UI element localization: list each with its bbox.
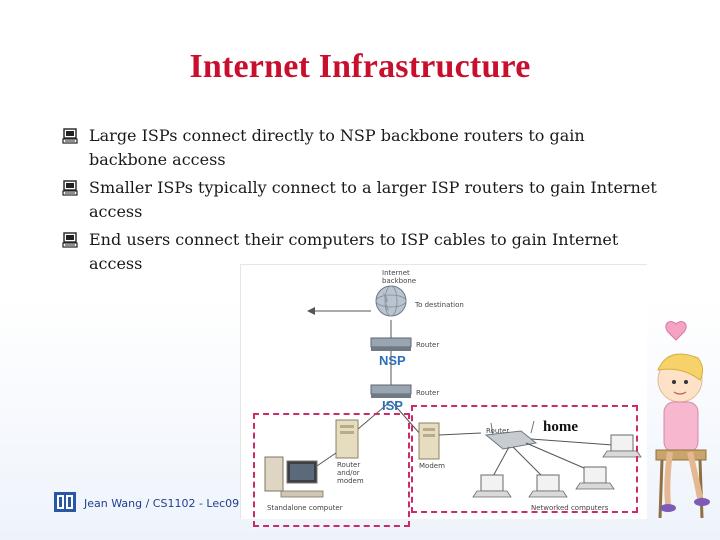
label-standalone-computer: Standalone computer xyxy=(267,504,343,512)
cartoon-mascot-icon xyxy=(655,321,710,519)
computer-icon xyxy=(62,180,78,196)
bullet-text: Smaller ISPs typically connect to a larg… xyxy=(89,178,657,221)
label-to-destination: To destination xyxy=(415,301,464,309)
university-logo-icon xyxy=(54,492,76,512)
label-internet-backbone: Internet backbone xyxy=(382,269,417,285)
standalone-zone-box xyxy=(253,413,410,527)
arrow-icon xyxy=(307,307,315,315)
router-isp-icon xyxy=(370,384,412,398)
bullet-item-1: Large ISPs connect directly to NSP backb… xyxy=(62,124,662,172)
label-modem: Modem xyxy=(419,462,445,470)
computer-icon xyxy=(62,232,78,248)
router-modem-tower-icon xyxy=(335,419,359,459)
bullet-text: End users connect their computers to ISP… xyxy=(89,230,619,273)
network-diagram: Internet backbone To destination Router … xyxy=(240,264,647,519)
computer-icon xyxy=(62,128,78,144)
slide-title: Internet Infrastructure xyxy=(189,48,531,85)
modem-tower-icon xyxy=(418,422,440,460)
label-networked-computers: Networked computers xyxy=(531,504,609,512)
label-router-mid: Router xyxy=(416,389,440,397)
bullet-list: Large ISPs connect directly to NSP backb… xyxy=(62,124,662,280)
bullet-item-3: End users connect their computers to ISP… xyxy=(62,228,662,276)
laptop-icon-4 xyxy=(602,434,642,458)
label-router-top: Router xyxy=(416,341,440,349)
globe-icon xyxy=(375,285,407,317)
label-isp: ISP xyxy=(382,398,403,413)
footer-credit: Jean Wang / CS1102 - Lec09 xyxy=(84,497,240,510)
label-router-modem: Router and/or modem xyxy=(337,461,364,485)
bullet-text: Large ISPs connect directly to NSP backb… xyxy=(89,126,585,169)
home-network-zone-box xyxy=(411,405,638,513)
laptop-icon-2 xyxy=(528,474,568,498)
label-home: home xyxy=(543,419,578,435)
standalone-computer-icon xyxy=(264,456,324,498)
network-diagram-graphic xyxy=(264,285,642,498)
isp-to-modem-link xyxy=(390,400,422,436)
bullet-item-2: Smaller ISPs typically connect to a larg… xyxy=(62,176,662,224)
home-router-icon xyxy=(484,420,538,450)
label-nsp: NSP xyxy=(379,353,406,368)
label-router-home: Router xyxy=(486,427,510,435)
laptop-icon-1 xyxy=(472,474,512,498)
laptop-icon-3 xyxy=(575,466,615,490)
router-nsp-icon xyxy=(370,337,412,351)
